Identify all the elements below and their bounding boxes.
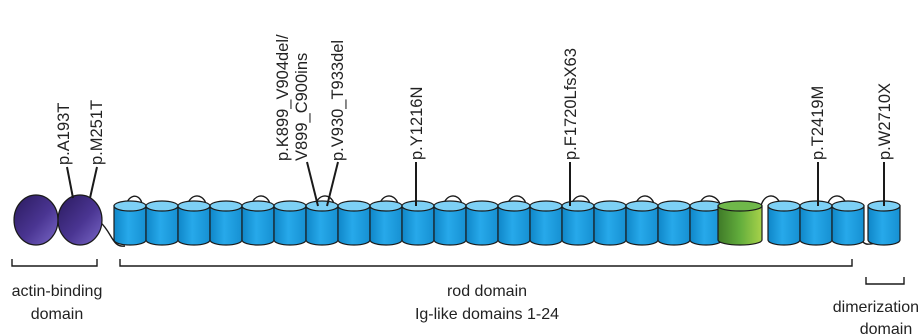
ig-domain xyxy=(241,200,275,246)
marker-a193t xyxy=(66,166,74,199)
actin-binding-label-line1: actin-binding xyxy=(12,283,103,300)
ig-domain xyxy=(767,200,801,246)
bracket-rod xyxy=(119,259,853,267)
ig-domain xyxy=(657,200,691,246)
ig-domain xyxy=(337,200,371,246)
ch-domain-1 xyxy=(13,194,59,246)
mutation-label-y1216n: p.Y1216N xyxy=(408,87,426,160)
actin-binding-domain-shapes xyxy=(13,194,103,246)
marker-k899 xyxy=(306,161,319,207)
mutation-markers xyxy=(66,161,885,207)
ig-domain xyxy=(689,200,723,246)
ig-domain xyxy=(593,200,627,246)
ig-domain xyxy=(273,200,307,246)
mutation-label-t2419m: p.T2419M xyxy=(809,86,827,160)
ig-domain xyxy=(113,200,147,246)
ig-domain xyxy=(305,200,339,246)
ig-domain xyxy=(145,200,179,246)
actin-binding-label-line2: domain xyxy=(31,306,83,323)
mutation-label-f1720: p.F1720LfsX63 xyxy=(562,48,580,160)
ig-domain xyxy=(401,200,435,246)
marker-v930 xyxy=(326,161,339,207)
mutation-label-k899-line1: p.K899_V904del/ xyxy=(274,34,292,161)
ig-domain xyxy=(799,200,833,246)
dimerization-label-line2: domain xyxy=(860,321,912,336)
mutation-label-v930: p.V930_T933del xyxy=(329,40,347,161)
ig-domain xyxy=(561,200,595,246)
ig-domain xyxy=(497,200,531,246)
ig-domain xyxy=(529,200,563,246)
rod-domain-label-line2: Ig-like domains 1-24 xyxy=(415,306,559,323)
domain-brackets xyxy=(11,259,905,285)
ig-domain xyxy=(831,200,865,246)
ig-like-domain-cylinders xyxy=(113,200,901,246)
ig-domain xyxy=(867,200,901,246)
ch-domain-2 xyxy=(57,194,103,246)
ig-domain xyxy=(625,200,659,246)
mutation-label-a193t: p.A193T xyxy=(55,103,73,165)
ig-domain xyxy=(177,200,211,246)
ig-domain xyxy=(465,200,499,246)
ig-domain xyxy=(209,200,243,246)
ig-domain-highlighted xyxy=(717,200,763,246)
bracket-dimerization xyxy=(865,277,905,285)
mutation-label-m251t: p.M251T xyxy=(88,100,106,165)
mutation-label-k899-line2: V899_C900ins xyxy=(293,53,311,161)
ig-domain xyxy=(369,200,403,246)
marker-m251t xyxy=(89,166,98,199)
rod-domain-label-line1: rod domain xyxy=(447,283,527,300)
mutation-label-w2710x: p.W2710X xyxy=(876,83,894,160)
bracket-actin-binding xyxy=(11,259,98,267)
dimerization-label-line1: dimerization xyxy=(833,299,919,316)
ig-domain xyxy=(433,200,467,246)
